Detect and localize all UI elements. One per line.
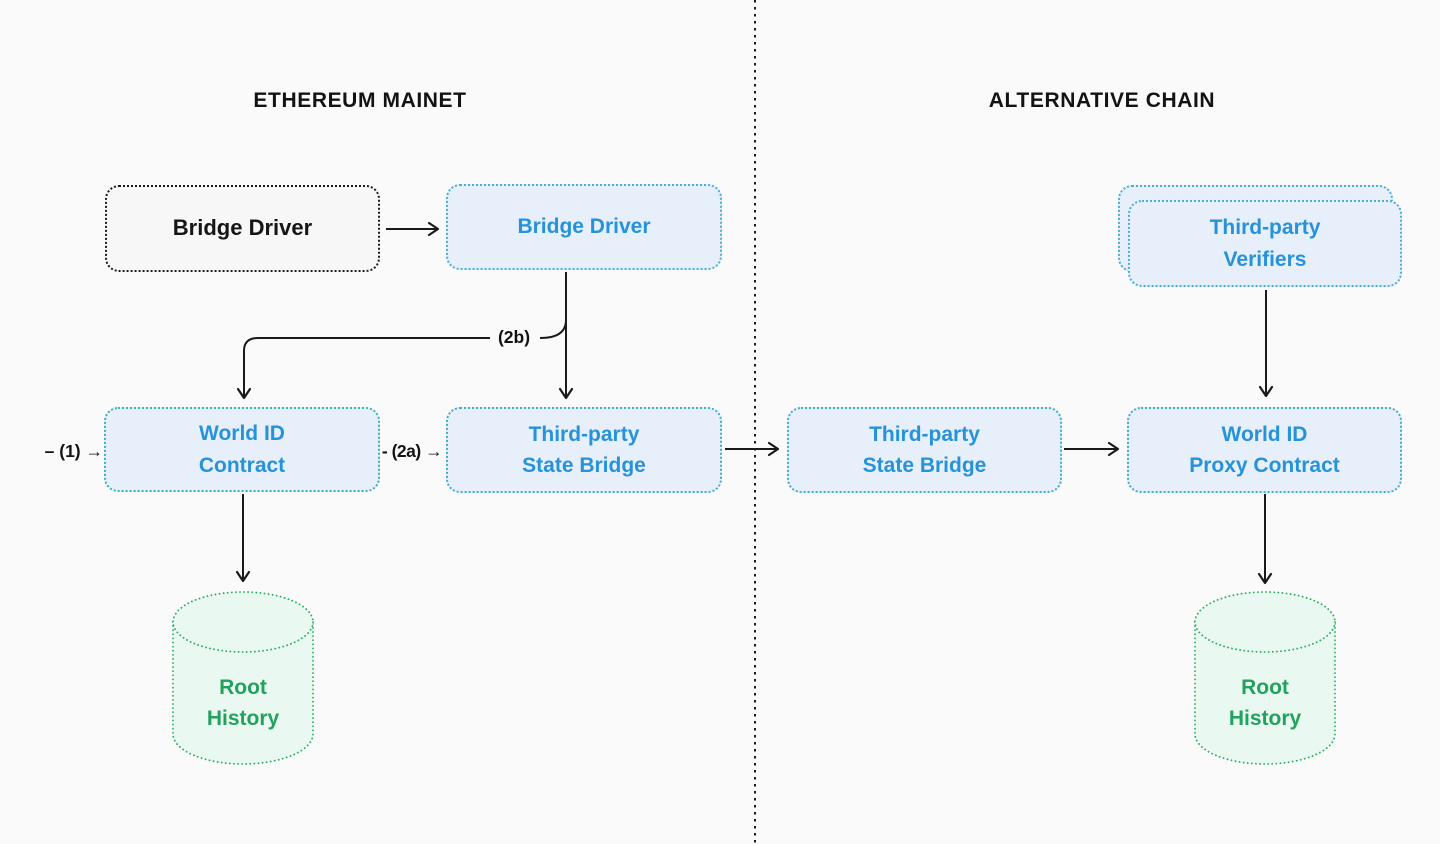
arrow-2b-branch-curve: [539, 319, 567, 339]
section-title-ethereum: ETHEREUM MAINET: [253, 89, 467, 112]
node-state-bridge-mainnet: Third-party State Bridge: [446, 407, 722, 493]
edge-label-step-2b: (2b): [497, 327, 531, 347]
node-world-id-contract: World ID Contract: [104, 407, 380, 492]
node-bridge-driver-offchain: Bridge Driver: [105, 185, 380, 272]
section-title-alternative: ALTERNATIVE CHAIN: [988, 89, 1216, 112]
node-world-id-proxy-contract: World ID Proxy Contract: [1127, 407, 1402, 493]
node-bridge-driver-onchain: Bridge Driver: [446, 184, 722, 270]
edge-label-step-1: – (1) →: [44, 441, 103, 461]
edge-arrows: [235, 221, 1274, 585]
edge-label-step-2a: - (2a) →: [381, 441, 443, 461]
node-state-bridge-alt: Third-party State Bridge: [787, 407, 1062, 493]
root-history-label-left: Root History: [206, 676, 280, 731]
root-history-label-right: Root History: [1228, 676, 1302, 731]
node-third-party-verifiers: Third-party Verifiers: [1128, 200, 1402, 287]
arrow-2b-to-world-id-contract: [236, 337, 490, 400]
